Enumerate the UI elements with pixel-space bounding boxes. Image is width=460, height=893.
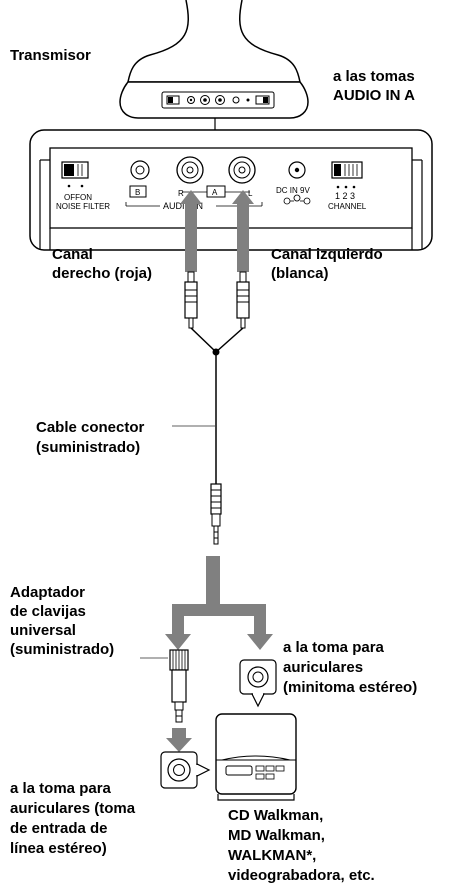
adaptor-label-line1: Adaptador	[10, 584, 85, 601]
right-channel-label-line2: derecho (roja)	[52, 265, 152, 282]
rca-plug-right	[184, 271, 198, 329]
arrow-to-right-jack	[180, 190, 202, 272]
adaptor-label-line4: (suministrado)	[10, 641, 114, 658]
audio-in-a-right-jack	[176, 156, 204, 184]
dc-in-label: DC IN 9V	[276, 186, 310, 195]
rear-panel-zoom: OFF ON NOISE FILTER B R L A	[29, 129, 433, 251]
jack-b-label: B	[135, 188, 140, 197]
audio-in-b-jack	[129, 160, 150, 198]
audio-in-label-line2: AUDIO IN A	[333, 87, 415, 104]
adaptor-label-line3: universal	[10, 622, 76, 639]
jack-a-label: A	[212, 188, 218, 197]
connecting-cable	[190, 327, 244, 545]
transmitter-label: Transmisor	[10, 47, 91, 64]
mini-jack-label-line1: a la toma para	[283, 639, 385, 656]
left-channel-label-line2: (blanca)	[271, 265, 329, 282]
dc-in-jack	[283, 161, 311, 205]
line-jack-label-line4: línea estéreo)	[10, 840, 107, 857]
arrow-to-line-jack	[166, 728, 192, 752]
device-label-line2: MD Walkman,	[228, 827, 325, 844]
line-in-jack-callout	[160, 751, 211, 789]
switch-off-label: OFF	[64, 193, 80, 202]
rca-plug-left	[236, 271, 250, 329]
channel-switch[interactable]	[331, 161, 363, 189]
switch-on-label: ON	[80, 193, 92, 202]
line-jack-label-line1: a la toma para	[10, 780, 112, 797]
device-label-line4: videograbadora, etc.	[228, 867, 375, 884]
jack-r-label: R	[178, 189, 184, 198]
noise-filter-label: NOISE FILTER	[56, 202, 110, 211]
jack-l-label: L	[248, 189, 253, 198]
audio-in-a-left-jack	[228, 156, 256, 184]
right-channel-label-line1: Canal	[52, 246, 93, 263]
channel-numbers-label: 1 2 3	[335, 191, 355, 201]
line-jack-label-line2: auriculares (toma	[10, 800, 136, 817]
mini-jack-label-line3: (minitoma estéreo)	[283, 679, 417, 696]
device-label-line3: WALKMAN*,	[228, 847, 316, 864]
left-channel-label-line1: Canal izquierdo	[271, 246, 383, 263]
mini-jack-callout	[239, 659, 277, 708]
cable-label-line1: Cable conector	[36, 419, 145, 436]
transmitter-illustration	[119, 0, 309, 119]
adaptor-label-line2: de clavijas	[10, 603, 86, 620]
channel-label: CHANNEL	[328, 202, 367, 211]
arrow-to-left-jack	[232, 190, 254, 272]
audio-in-label: AUDIO IN	[163, 201, 203, 211]
noise-filter-switch[interactable]	[61, 161, 89, 188]
cable-label-line2: (suministrado)	[36, 439, 140, 456]
cd-walkman-device	[215, 713, 297, 801]
line-jack-label-line3: de entrada de	[10, 820, 108, 837]
universal-plug-adaptor	[169, 649, 189, 723]
device-label-line1: CD Walkman,	[228, 807, 323, 824]
mini-jack-label-line2: auriculares	[283, 659, 363, 676]
audio-in-label-line1: a las tomas	[333, 68, 415, 85]
split-arrow	[165, 556, 273, 650]
